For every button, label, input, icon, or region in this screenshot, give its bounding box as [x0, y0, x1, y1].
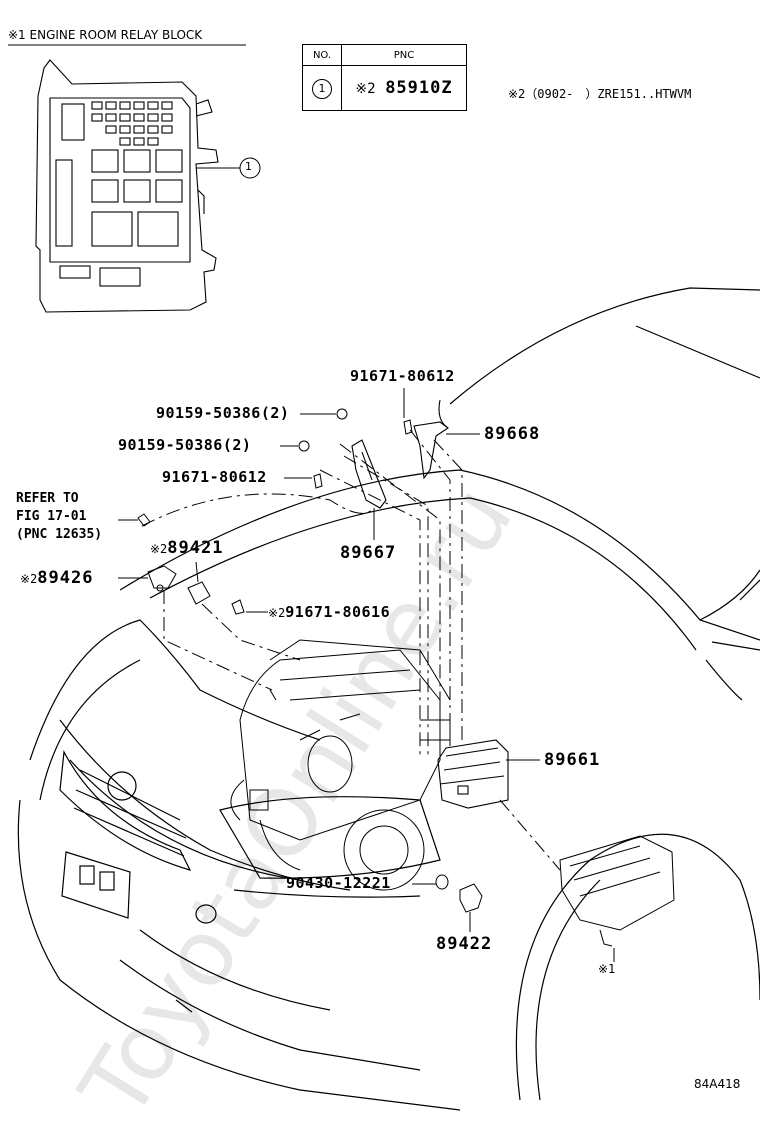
label-89422: 89422: [436, 934, 493, 954]
label-89426-mark: ※2: [20, 572, 38, 586]
label-89421-group: ※289421: [150, 540, 223, 557]
label-89668: 89668: [484, 424, 541, 444]
label-89426-group: ※289426: [20, 570, 93, 587]
parts-diagram: [8, 44, 760, 1111]
pnc-table-row-no: 1: [312, 79, 332, 99]
figure-code: 84A418: [694, 1077, 741, 1091]
callout-1-circle: [239, 157, 261, 179]
relay-block-inset-drawing: [35, 59, 219, 313]
label-89426: 89426: [37, 568, 94, 588]
label-91671-80616-mark: ※2: [268, 606, 286, 620]
leader-lines: [118, 388, 615, 962]
label-91671-80616: 91671-80616: [285, 603, 391, 621]
pnc-table-row-pnc-mark: ※2: [355, 81, 376, 97]
pnc-table-row-pnc: 85910Z: [385, 78, 453, 98]
bracket-89668-drawing: [413, 399, 449, 480]
engine-drawing: [230, 639, 451, 891]
bracket-89667-drawing: [351, 439, 387, 509]
pnc-table-header-pnc: PNC: [341, 44, 467, 66]
label-90430-12221: 90430-12221: [286, 874, 391, 892]
label-89667: 89667: [340, 543, 397, 563]
car-body-drawing: [17, 287, 760, 1111]
refer-note: REFER TO FIG 17-01 (PNC 12635): [16, 490, 102, 544]
pnc-table-header-no: NO.: [302, 44, 342, 66]
label-90159-50386-b: 90159-50386(2): [118, 436, 252, 454]
relay-block-on-car-drawing: [559, 835, 675, 947]
ecu-drawing: [437, 739, 509, 809]
footnote: ※2（0902- ）ZRE151..HTWVM: [508, 87, 692, 101]
refer-line-3: (PNC 12635): [16, 527, 103, 542]
label-relay-ref: ※1: [598, 962, 616, 976]
label-91671-80612-mid: 91671-80612: [162, 468, 267, 486]
callout-1-label: 1: [245, 160, 252, 173]
relay-block-title: ※1 ENGINE ROOM RELAY BLOCK: [8, 28, 203, 42]
pnc-table-row-no-cell: 1: [302, 65, 342, 111]
label-89421: 89421: [167, 538, 224, 558]
label-89421-mark: ※2: [150, 542, 168, 556]
label-91671-80616-group: ※291671-80616: [268, 604, 390, 620]
label-89661: 89661: [544, 750, 601, 770]
refer-line-2: FIG 17-01: [16, 509, 87, 524]
dashed-assembly-lines: [141, 429, 561, 871]
label-90159-50386-a: 90159-50386(2): [156, 404, 290, 422]
pnc-table-row-pnc-cell: ※2 85910Z: [341, 65, 467, 111]
pnc-table: NO. PNC 1 ※2 85910Z: [302, 44, 467, 111]
refer-line-1: REFER TO: [16, 491, 79, 506]
label-91671-80612-top: 91671-80612: [350, 367, 455, 385]
